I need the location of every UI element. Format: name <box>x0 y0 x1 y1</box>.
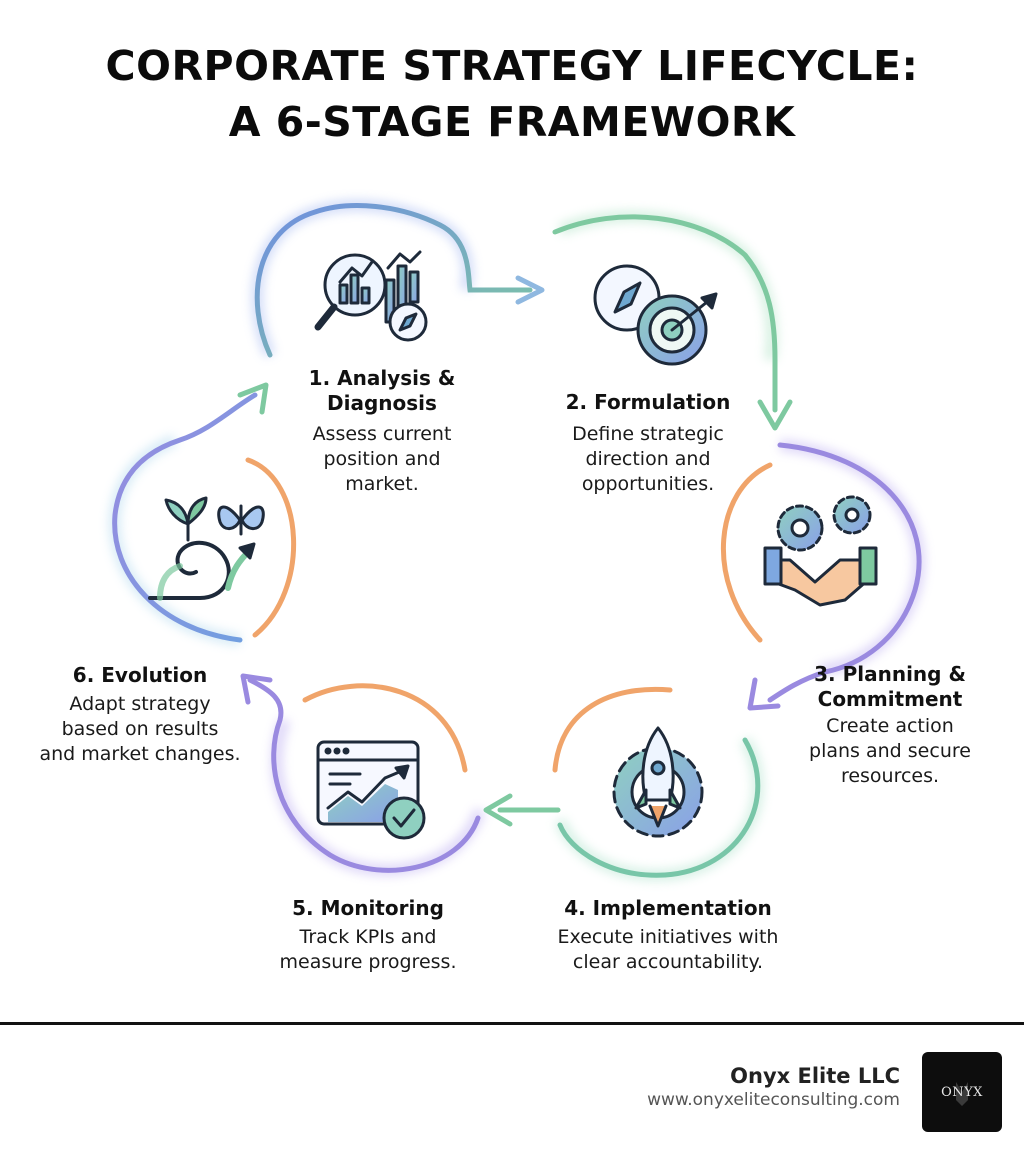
stage-title: 6. Evolution <box>72 663 208 687</box>
ring-stage-3 <box>767 442 922 703</box>
stage-description: Execute initiatives with clear accountab… <box>557 926 779 973</box>
orange-arc-3 <box>720 462 773 643</box>
rocket-gear-icon <box>612 726 704 838</box>
arrowhead-4-to-5 <box>483 793 513 827</box>
ring-stage-6 <box>112 392 258 643</box>
magnifier-chart-compass-icon <box>314 250 428 342</box>
stage-description: Define strategic direction and opportuni… <box>572 423 724 495</box>
company-logo: ONYX <box>922 1052 1002 1132</box>
compass-target-icon <box>593 264 718 366</box>
arrowhead-5-to-6 <box>240 673 273 705</box>
ring-layer <box>112 203 922 878</box>
ring-stage-2 <box>552 214 778 413</box>
stage-title: 1. Analysis & Diagnosis <box>308 366 456 415</box>
logo-text: ONYX <box>941 1085 983 1100</box>
stage-description: Create action plans and secure resources… <box>809 715 971 787</box>
arrowhead-1-to-2 <box>515 275 545 305</box>
stage-description: Assess current position and market. <box>312 423 452 495</box>
arrowhead-2-to-3 <box>757 399 793 431</box>
dashboard-check-icon <box>316 740 426 840</box>
ring-stage-1 <box>254 203 533 358</box>
ring-stage-4 <box>557 737 761 878</box>
stage-description: Adapt strategy based on results and mark… <box>39 693 241 765</box>
title-line-2: A 6-STAGE FRAMEWORK <box>228 98 796 146</box>
arrowhead-3-to-4 <box>747 677 781 711</box>
page-title: CORPORATE STRATEGY LIFECYCLE: A 6-STAGE … <box>0 38 1024 150</box>
lifecycle-diagram <box>108 199 925 882</box>
orange-arc-5 <box>302 683 468 773</box>
orange-arc-6 <box>245 457 296 638</box>
arrowhead-6-to-1 <box>237 382 269 415</box>
orange-arc-4 <box>552 686 673 773</box>
stage-title: 4. Implementation <box>564 896 772 920</box>
onyx-logo-icon: ONYX <box>941 1082 983 1106</box>
arrowheads <box>237 275 793 827</box>
company-website: www.onyxeliteconsulting.com <box>647 1090 900 1110</box>
stage-title: 5. Monitoring <box>292 896 444 920</box>
handshake-gears-icon <box>763 495 878 607</box>
company-name: Onyx Elite LLC <box>730 1064 900 1088</box>
stage-description: Track KPIs and measure progress. <box>279 926 457 973</box>
ring-stage-5 <box>247 677 481 873</box>
title-line-1: CORPORATE STRATEGY LIFECYCLE: <box>105 42 919 90</box>
sprout-butterfly-icon <box>148 496 265 601</box>
stage-title: 3. Planning & Commitment <box>814 662 966 711</box>
stage-title: 2. Formulation <box>565 390 731 414</box>
footer-divider <box>0 1022 1024 1025</box>
